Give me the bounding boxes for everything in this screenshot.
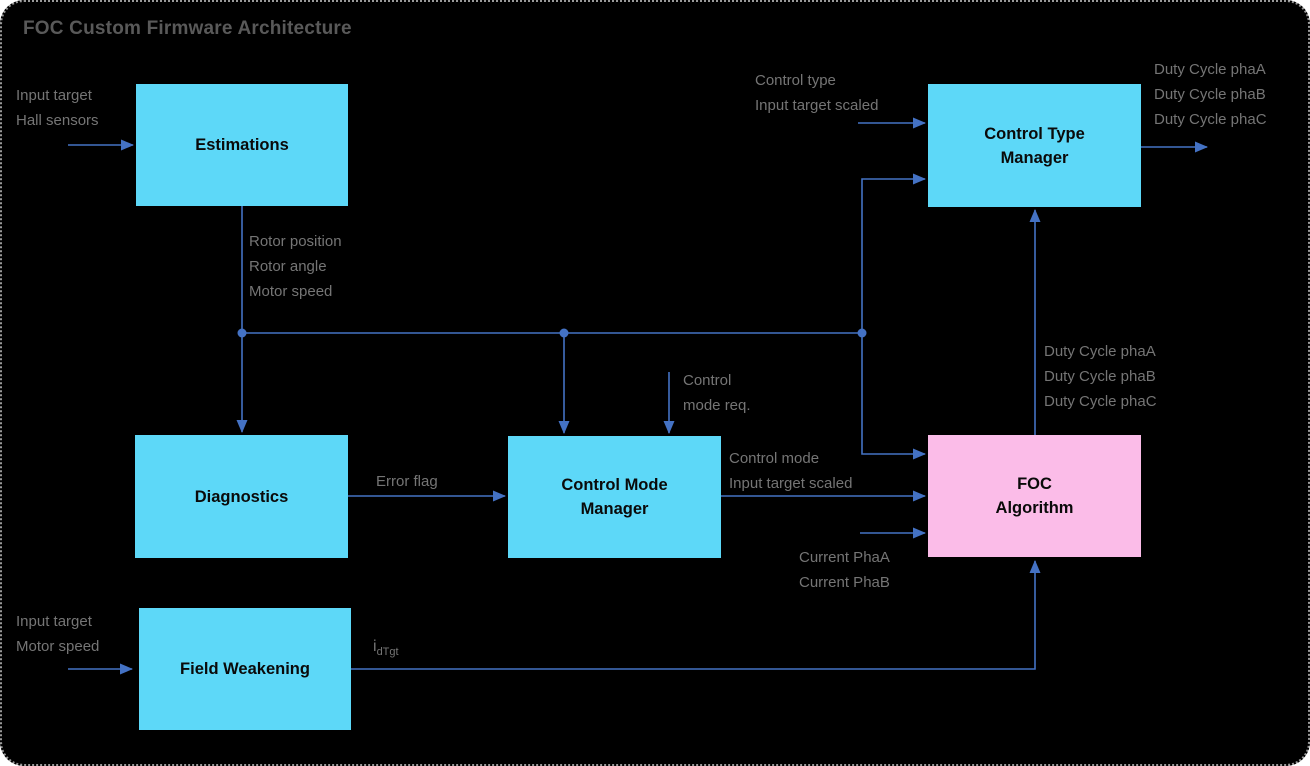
label-id-target: idTgt bbox=[373, 638, 399, 658]
junction-dot bbox=[559, 328, 569, 338]
block-diagnostics: Diagnostics bbox=[135, 435, 348, 558]
block-label: Field Weakening bbox=[180, 660, 310, 678]
block-label: FOC bbox=[1017, 475, 1052, 493]
block-label: Algorithm bbox=[995, 499, 1074, 517]
block-control-mode-manager: Control Mode Manager bbox=[508, 436, 721, 558]
block-field-weakening: Field Weakening bbox=[139, 608, 351, 730]
block-control-type-manager: Control Type Manager bbox=[928, 84, 1141, 207]
label-field-weakening-inputs: Input target Motor speed bbox=[16, 613, 100, 655]
diagram-title: FOC Custom Firmware Architecture bbox=[23, 18, 352, 39]
block-estimations: Estimations bbox=[136, 84, 348, 206]
block-label: Diagnostics bbox=[194, 487, 289, 506]
block-label: Control Type bbox=[984, 124, 1085, 143]
arrow-bus-to-foc-algorithm bbox=[861, 333, 926, 460]
block-foc-algorithm: FOC Algorithm bbox=[928, 435, 1141, 557]
label-control-mode-outputs: Control mode Input target scaled bbox=[729, 450, 853, 492]
label-control-type-inputs: Control type Input target scaled bbox=[755, 72, 879, 114]
block-label: Manager bbox=[1000, 148, 1069, 167]
label-estimations-outputs: Rotor position Rotor angle Motor speed bbox=[249, 233, 342, 300]
arrow-field-weakening-to-foc bbox=[351, 560, 1041, 670]
label-estimations-inputs: Input target Hall sensors bbox=[16, 87, 99, 129]
block-label: Manager bbox=[580, 500, 649, 518]
block-label: Control Mode bbox=[561, 476, 668, 494]
junction-dot bbox=[237, 328, 247, 338]
label-error-flag: Error flag bbox=[376, 473, 438, 490]
label-control-mode-request: Control mode req. bbox=[683, 372, 751, 414]
label-duty-cycle-internal: Duty Cycle phaA Duty Cycle phaB Duty Cyc… bbox=[1044, 343, 1157, 410]
arrow-bus-to-control-type-manager bbox=[861, 173, 926, 333]
label-duty-cycle-outputs: Duty Cycle phaA Duty Cycle phaB Duty Cyc… bbox=[1154, 61, 1267, 128]
label-current-inputs: Current PhaA Current PhaB bbox=[799, 549, 890, 591]
block-label: Estimations bbox=[195, 136, 289, 154]
junction-dot bbox=[857, 328, 867, 338]
